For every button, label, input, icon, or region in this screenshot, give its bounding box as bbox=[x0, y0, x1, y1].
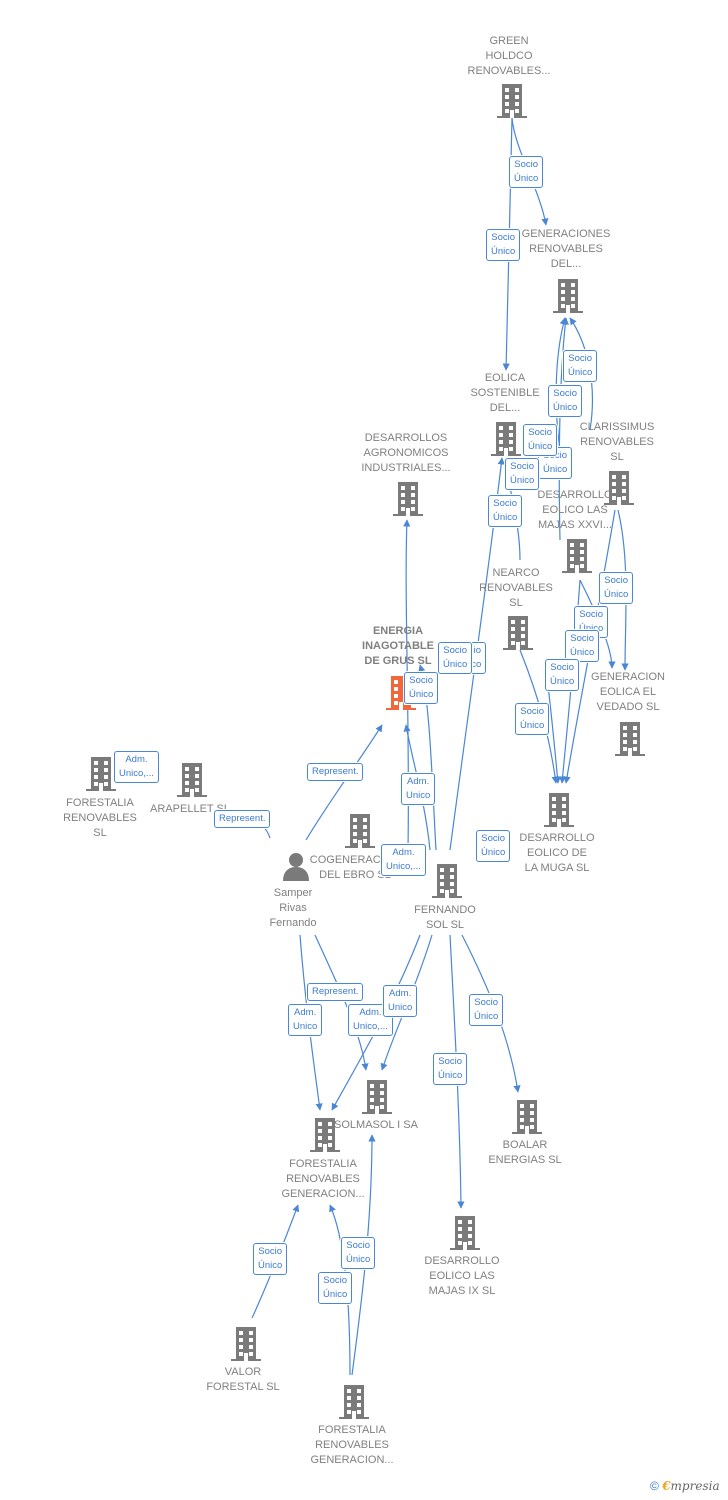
relation-badge[interactable]: Adm. Unico,... bbox=[114, 751, 159, 783]
relation-badge[interactable]: Represent. bbox=[307, 983, 364, 1001]
relation-badge[interactable]: Socio Único bbox=[433, 1053, 468, 1085]
relation-badge[interactable]: Socio Único bbox=[341, 1237, 376, 1269]
footer-brand[interactable]: © €mpresia bbox=[650, 1479, 720, 1493]
edge bbox=[314, 934, 369, 1071]
relation-badge[interactable]: Socio Único bbox=[404, 672, 439, 704]
relation-badge[interactable]: Socio Único bbox=[438, 642, 473, 674]
building-icon[interactable] bbox=[362, 1080, 392, 1114]
node-label-nearco[interactable]: NEARCO RENOVABLES SL bbox=[479, 567, 553, 609]
relation-badge[interactable]: Socio Único bbox=[509, 156, 544, 188]
relation-badge[interactable]: Socio Único bbox=[486, 229, 521, 261]
relation-badge[interactable]: Adm. Unico bbox=[383, 985, 418, 1017]
building-icon[interactable] bbox=[503, 616, 533, 650]
node-label-valor-forestal[interactable]: VALOR FORESTAL SL bbox=[206, 1366, 280, 1393]
relation-badge[interactable]: Socio Único bbox=[253, 1243, 288, 1275]
building-icon[interactable] bbox=[339, 1385, 369, 1419]
relation-badge[interactable]: Socio Único bbox=[565, 630, 600, 662]
building-icon[interactable] bbox=[615, 722, 645, 756]
building-icon[interactable] bbox=[86, 757, 116, 791]
node-label-generacion-vedado[interactable]: GENERACION EOLICA EL VEDADO SL bbox=[591, 671, 665, 713]
building-icon[interactable] bbox=[177, 763, 207, 797]
node-label-desarrollos-agronomicos[interactable]: DESARROLLOS AGRONOMICOS INDUSTRIALES... bbox=[361, 432, 451, 474]
relation-badge[interactable]: Socio Único bbox=[318, 1272, 353, 1304]
relation-badge[interactable]: Represent. bbox=[307, 763, 364, 781]
relation-badge[interactable]: Socio Único bbox=[599, 572, 634, 604]
node-label-boalar[interactable]: BOALAR ENERGIAS SL bbox=[488, 1139, 562, 1166]
building-icon[interactable] bbox=[497, 84, 527, 118]
building-icon[interactable] bbox=[231, 1327, 261, 1361]
brand-logo: €mpresia bbox=[662, 1479, 720, 1493]
node-label-desarrollo-majas-ix[interactable]: DESARROLLO EOLICO LAS MAJAS IX SL bbox=[424, 1255, 500, 1297]
node-label-energia-inagotable[interactable]: ENERGIA INAGOTABLE DE GRUS SL bbox=[362, 625, 434, 667]
relation-badge[interactable]: Adm. Unico,... bbox=[381, 844, 426, 876]
relation-badge[interactable]: Socio Único bbox=[476, 830, 511, 862]
relation-badge[interactable]: Adm. Unico bbox=[401, 773, 436, 805]
node-label-samper[interactable]: Samper Rivas Fernando bbox=[269, 887, 317, 929]
relation-badge[interactable]: Socio Único bbox=[488, 495, 523, 527]
building-icon[interactable] bbox=[553, 279, 583, 313]
copyright-symbol: © bbox=[650, 1479, 659, 1493]
node-label-green-holdco[interactable]: GREEN HOLDCO RENOVABLES... bbox=[467, 35, 551, 77]
relation-badge[interactable]: Socio Único bbox=[548, 385, 583, 417]
relation-badge[interactable]: Socio Único bbox=[523, 424, 558, 456]
node-label-desarrollo-majas-xxvi[interactable]: DESARROLLO EOLICO LAS MAJAS XXVI... bbox=[537, 489, 613, 531]
node-label-forestalia-renovables[interactable]: FORESTALIA RENOVABLES SL bbox=[63, 797, 137, 839]
relation-badge[interactable]: Represent. bbox=[214, 810, 271, 828]
relation-badge[interactable]: Adm. Unico bbox=[288, 1004, 323, 1036]
building-icon[interactable] bbox=[432, 864, 462, 898]
relation-badge[interactable]: Socio Único bbox=[545, 659, 580, 691]
building-icon[interactable] bbox=[450, 1216, 480, 1250]
relation-badge[interactable]: Socio Único bbox=[563, 350, 598, 382]
node-label-generaciones[interactable]: GENERACIONES RENOVABLES DEL... bbox=[521, 228, 611, 270]
node-label-forestalia-generacion-1[interactable]: FORESTALIA RENOVABLES GENERACION... bbox=[281, 1158, 365, 1200]
node-label-forestalia-generacion-2[interactable]: FORESTALIA RENOVABLES GENERACION... bbox=[310, 1424, 394, 1466]
node-label-clarissimus[interactable]: CLARISSIMUS RENOVABLES SL bbox=[579, 421, 655, 463]
node-label-solmasol[interactable]: SOLMASOL I SA bbox=[334, 1119, 418, 1131]
edge bbox=[555, 317, 567, 451]
node-label-desarrollo-muga[interactable]: DESARROLLO EOLICO DE LA MUGA SL bbox=[519, 832, 595, 874]
person-icon[interactable] bbox=[281, 851, 311, 881]
relation-badge[interactable]: Socio Único bbox=[469, 994, 504, 1026]
building-icon[interactable] bbox=[345, 814, 375, 848]
building-icon[interactable] bbox=[393, 482, 423, 516]
relation-badge[interactable]: Socio Único bbox=[515, 703, 550, 735]
relation-badge[interactable]: Socio Único bbox=[505, 458, 540, 490]
building-icon[interactable] bbox=[512, 1100, 542, 1134]
building-icon[interactable] bbox=[491, 422, 521, 456]
node-label-eolica-sostenible[interactable]: EOLICA SOSTENIBLE DEL... bbox=[470, 372, 540, 414]
building-icon[interactable] bbox=[544, 793, 574, 827]
node-label-fernando-sol[interactable]: FERNANDO SOL SL bbox=[414, 904, 476, 931]
